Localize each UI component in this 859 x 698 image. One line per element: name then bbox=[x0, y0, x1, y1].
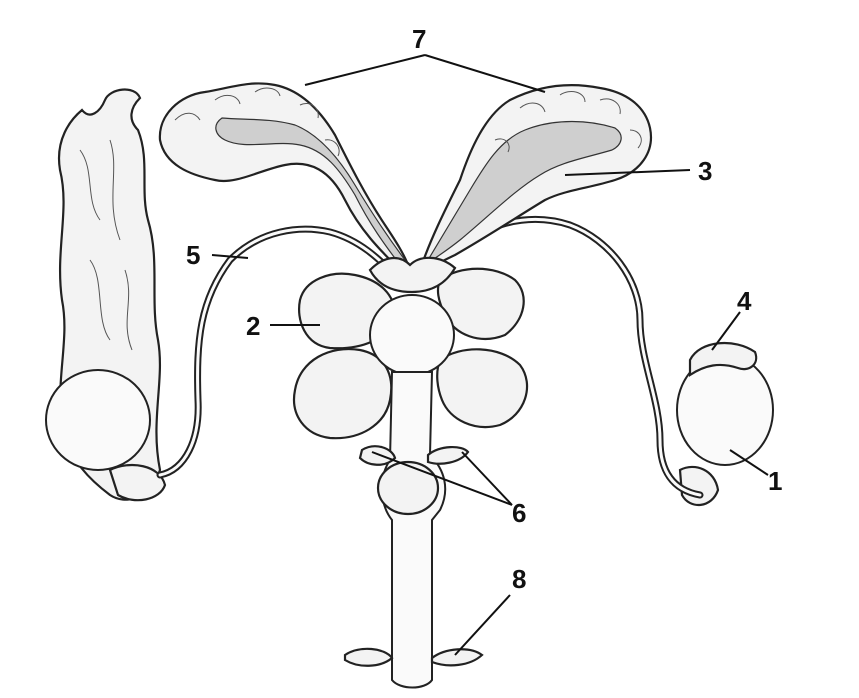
bladder-neck[interactable] bbox=[370, 295, 454, 375]
right-lower-lobe bbox=[437, 349, 527, 427]
right-epididymis-tail bbox=[680, 467, 718, 505]
label-8: 8 bbox=[512, 564, 526, 594]
label-3: 3 bbox=[698, 156, 712, 186]
label-6: 6 bbox=[512, 498, 526, 528]
right-bulbourethral-gland[interactable] bbox=[428, 447, 468, 464]
label-2: 2 bbox=[246, 311, 260, 341]
left-testis-group bbox=[46, 90, 165, 501]
label-1: 1 bbox=[768, 466, 782, 496]
urethral-bulb bbox=[378, 462, 438, 514]
seminal-vesicles bbox=[160, 83, 651, 272]
left-lower-lobe bbox=[294, 349, 391, 438]
label-5: 5 bbox=[186, 240, 200, 270]
leader-7-left bbox=[305, 55, 425, 85]
urethra bbox=[382, 372, 445, 688]
leader-7-right bbox=[425, 55, 545, 92]
leader-6b bbox=[462, 452, 512, 505]
left-testis bbox=[46, 370, 150, 470]
right-testis-group bbox=[677, 343, 773, 505]
leader-8 bbox=[455, 595, 510, 655]
left-lower-gland[interactable] bbox=[345, 649, 392, 666]
label-7: 7 bbox=[412, 24, 426, 54]
label-4: 4 bbox=[737, 286, 752, 316]
